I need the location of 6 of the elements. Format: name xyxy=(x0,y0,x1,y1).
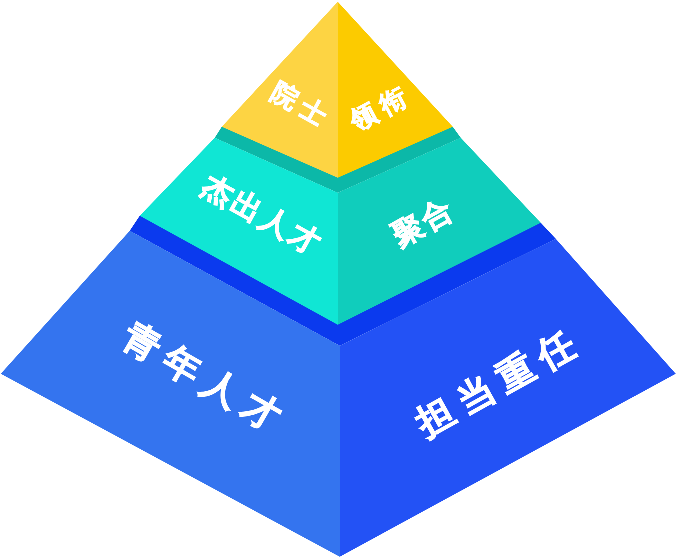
tier-label: 聚合 xyxy=(386,194,460,254)
tier-label: 担当重任 xyxy=(408,321,590,447)
tier-label: 青年人才 xyxy=(114,314,295,442)
tier-label: 杰出人才 xyxy=(195,170,328,262)
tier-label: 领衔 xyxy=(344,81,418,139)
tier-label: 院士 xyxy=(264,76,338,134)
